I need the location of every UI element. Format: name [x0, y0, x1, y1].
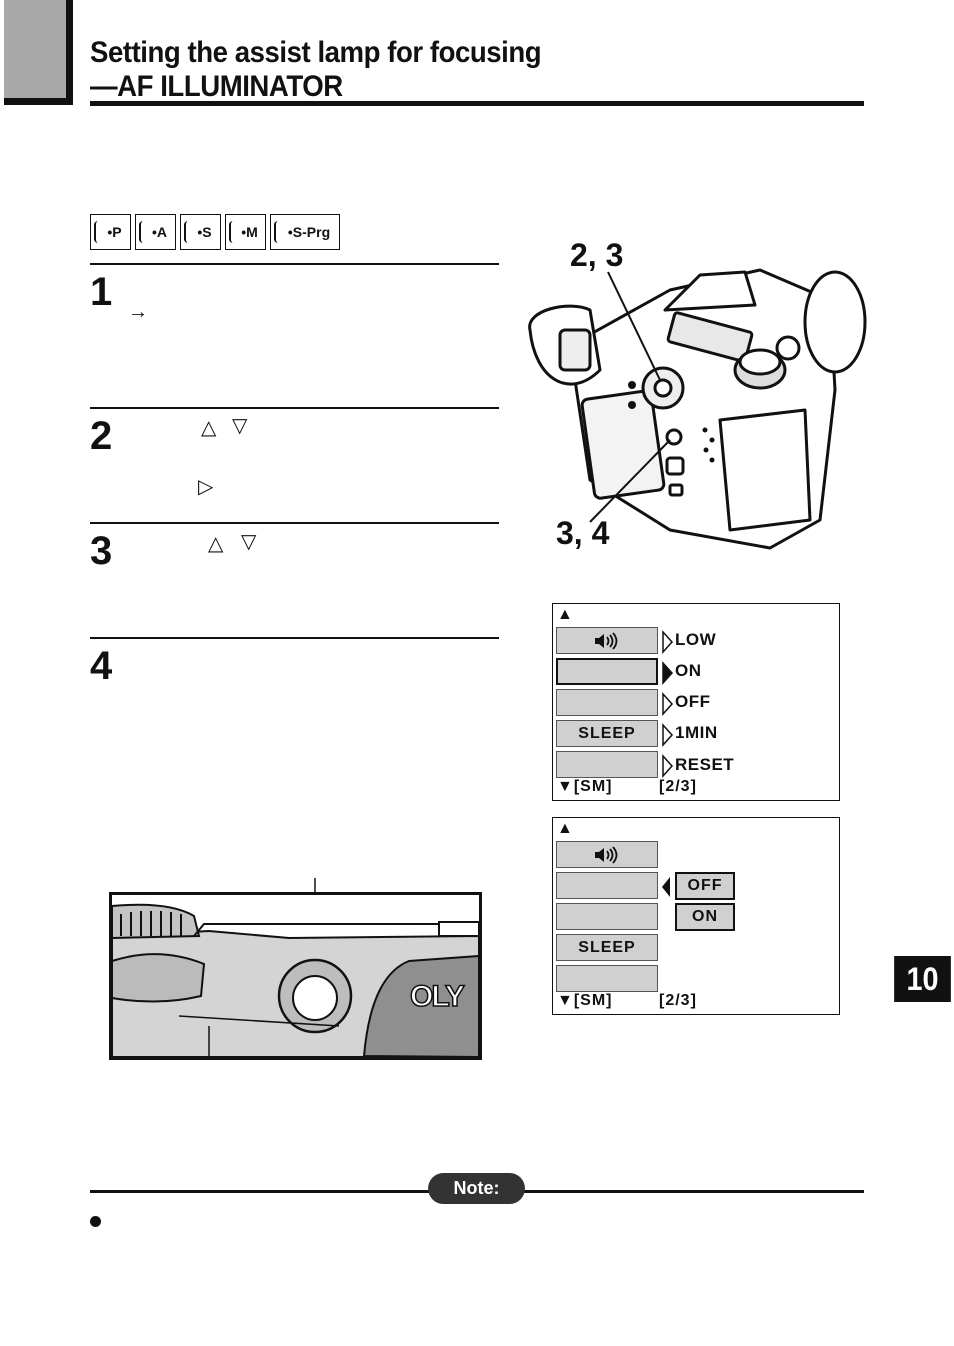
up-arrow-icon: △	[201, 417, 217, 439]
step-divider	[90, 263, 499, 265]
step-divider	[90, 637, 499, 639]
title-underline	[90, 101, 864, 106]
callout-label-bottom: 3, 4	[556, 515, 610, 551]
option-off[interactable]: OFF	[675, 692, 711, 711]
menu-cell[interactable]	[556, 751, 658, 778]
down-arrow-icon: ▽	[241, 531, 257, 553]
mode-badge-label: •A	[151, 224, 167, 240]
menu-cell-sleep[interactable]: SLEEP	[556, 934, 658, 961]
step-4-number: 4	[90, 644, 113, 688]
menu-cell-selected[interactable]	[556, 658, 658, 685]
bullet-icon	[90, 1216, 101, 1227]
lcd-menu-screen-2: ▲ SLEEP OFF ON ▼[SM] [2/3]	[552, 817, 840, 1015]
lcd-menu-screen-1: ▲ SLEEP LOW ON OFF 1MIN RESET ▼[SM] [2/3…	[552, 603, 840, 801]
mode-badge-s: •S	[180, 214, 221, 250]
option-on[interactable]: ON	[675, 661, 702, 680]
speaker-icon	[595, 845, 618, 864]
step-1-number: 1	[90, 270, 113, 314]
callout-label-top: 2, 3	[570, 237, 624, 273]
right-arrow-icon: →	[128, 301, 148, 323]
step-3-number: 3	[90, 529, 113, 573]
option-pointer-icons	[662, 630, 674, 778]
af-illuminator-closeup	[109, 878, 482, 1060]
mode-badge-label: •P	[107, 224, 122, 240]
menu-cell[interactable]	[556, 689, 658, 716]
menu-cell[interactable]	[556, 872, 658, 899]
speaker-icon	[595, 631, 618, 650]
mode-badge-s-prg: •S-Prg	[270, 214, 340, 250]
menu-cell[interactable]	[556, 903, 658, 930]
menu-page-indicator: [2/3]	[659, 992, 697, 1009]
menu-cell-beep	[556, 627, 658, 654]
menu-footer-sm: ▼[SM]	[557, 778, 613, 795]
note-label: Note:	[428, 1173, 525, 1204]
menu-cell[interactable]	[556, 965, 658, 992]
option-low[interactable]: LOW	[675, 630, 717, 649]
left-pointer-icon	[662, 877, 670, 897]
chapter-corner-block	[4, 0, 73, 105]
page-title-line2: —AF ILLUMINATOR	[90, 70, 343, 103]
step-divider	[90, 407, 499, 409]
step-divider	[90, 522, 499, 524]
mode-badge-label: •S	[197, 224, 212, 240]
menu-cell-beep	[556, 841, 658, 868]
chapter-tab: 10	[894, 956, 951, 1002]
up-triangle-icon: ▲	[557, 606, 573, 623]
camera-back-illustration	[528, 268, 867, 550]
menu-footer-sm: ▼[SM]	[557, 992, 613, 1009]
menu-page-indicator: [2/3]	[659, 778, 697, 795]
submenu-option-on[interactable]: ON	[675, 903, 735, 931]
option-1min[interactable]: 1MIN	[675, 723, 718, 742]
mode-badge-m: •M	[225, 214, 266, 250]
submenu-option-off[interactable]: OFF	[675, 872, 735, 900]
right-triangle-icon: ▷	[198, 476, 214, 498]
brand-logo-fragment: OLY	[409, 979, 465, 1014]
option-reset[interactable]: RESET	[675, 755, 735, 774]
mode-badge-label: •M	[241, 224, 258, 240]
page-title: Setting the assist lamp for focusing —AF…	[90, 36, 542, 104]
menu-cell-sleep[interactable]: SLEEP	[556, 720, 658, 747]
mode-badge-p: •P	[90, 214, 131, 250]
page-title-line1: Setting the assist lamp for focusing	[90, 36, 542, 69]
up-arrow-icon: △	[208, 533, 224, 555]
mode-badge-a: •A	[135, 214, 176, 250]
mode-badge-label: •S-Prg	[287, 224, 331, 240]
up-triangle-icon: ▲	[557, 820, 573, 837]
step-2-number: 2	[90, 414, 113, 458]
down-arrow-icon: ▽	[232, 415, 248, 437]
